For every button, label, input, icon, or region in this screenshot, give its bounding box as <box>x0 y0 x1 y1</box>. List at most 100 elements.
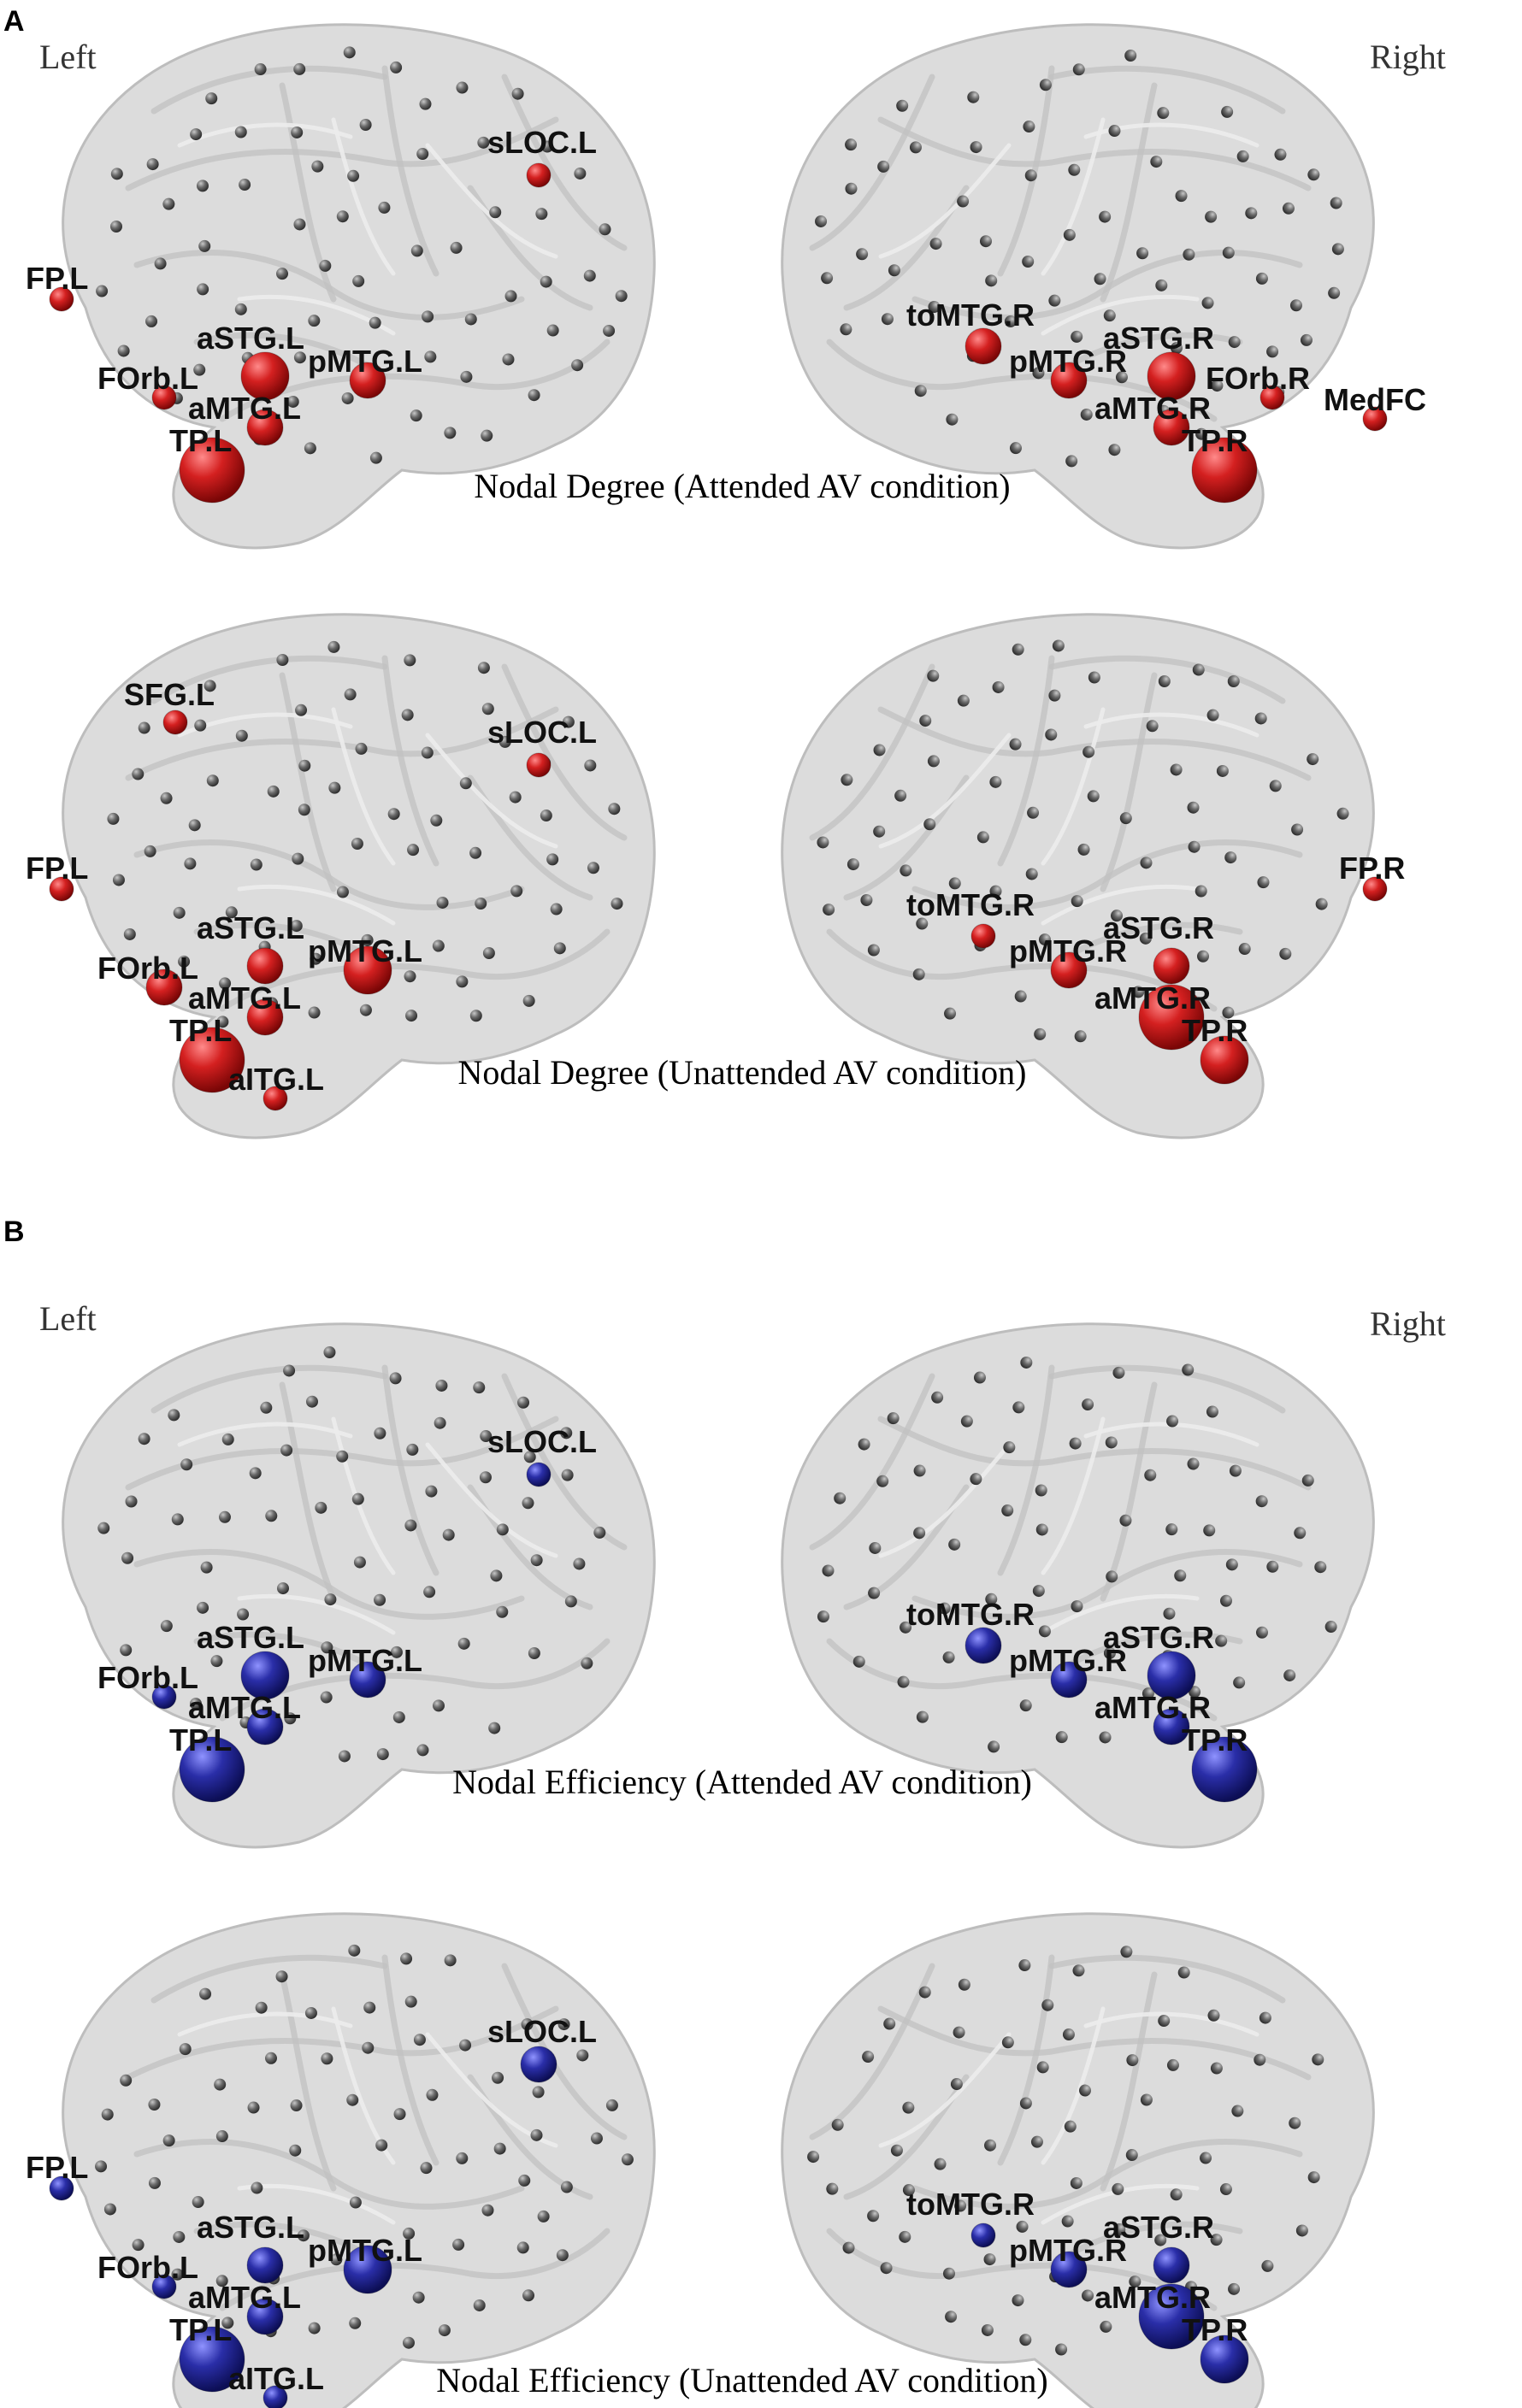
background-node <box>1019 2097 1032 2110</box>
background-node <box>537 2210 550 2223</box>
sulcus <box>1048 1954 1286 2004</box>
background-node <box>1166 2058 1179 2071</box>
background-node <box>1080 408 1093 421</box>
background-node <box>173 906 186 919</box>
background-node <box>456 81 469 94</box>
background-node <box>1125 2149 1138 2162</box>
background-node <box>1032 367 1045 380</box>
figure-degree-unattended: SFG.LsLOC.LFP.LaSTG.LpMTG.LFOrb.LaMTG.LT… <box>26 613 1405 1139</box>
background-node <box>897 1675 910 1688</box>
background-node <box>319 259 332 272</box>
node-label: aMTG.R <box>1094 391 1211 426</box>
background-node <box>199 1987 212 2000</box>
background-node <box>1025 868 1038 880</box>
node-label: FOrb.L <box>97 2250 198 2285</box>
background-node <box>1108 444 1121 456</box>
background-node <box>132 768 145 780</box>
background-node <box>321 2052 333 2065</box>
background-node <box>464 313 477 326</box>
background-node <box>1083 745 1095 758</box>
background-node <box>1154 2234 1167 2246</box>
background-node <box>1221 105 1234 118</box>
sulcus <box>809 1963 935 2140</box>
node-tp-l <box>179 1736 245 1803</box>
background-node <box>405 1010 418 1022</box>
background-node <box>336 210 349 223</box>
background-node <box>957 694 970 707</box>
background-node <box>1295 2224 1308 2237</box>
node-label: aMTG.L <box>188 2280 301 2315</box>
background-node <box>376 1748 389 1761</box>
node-aitg-l <box>263 2385 288 2408</box>
background-node <box>148 2099 161 2111</box>
background-node <box>324 1593 337 1606</box>
background-node <box>419 97 432 110</box>
node-tp-r <box>1191 437 1258 503</box>
background-node <box>375 2139 388 2152</box>
background-node <box>189 1698 202 1710</box>
background-node <box>404 1519 417 1532</box>
node-label: SFG.L <box>124 677 215 712</box>
background-node <box>218 1510 231 1523</box>
node-label: TP.R <box>1182 1722 1248 1757</box>
background-node <box>247 2101 260 2114</box>
background-node <box>1155 279 1168 291</box>
background-node <box>1225 1558 1238 1571</box>
sulcus <box>279 82 337 303</box>
node-label: FP.L <box>26 2150 88 2185</box>
background-node <box>583 269 596 282</box>
background-node <box>190 128 203 141</box>
background-node <box>97 1522 110 1534</box>
background-node <box>283 1364 296 1377</box>
caption-degree-unattended: Nodal Degree (Unattended AV condition) <box>457 1053 1026 1092</box>
sulcus <box>997 655 1055 867</box>
background-node <box>328 781 341 794</box>
brain-surface <box>781 23 1375 550</box>
background-node <box>1336 807 1349 820</box>
background-node <box>355 742 368 755</box>
background-node <box>138 721 150 734</box>
background-node <box>210 1655 223 1668</box>
background-node <box>410 244 423 257</box>
background-node <box>1206 709 1219 721</box>
sulcus <box>911 1549 1303 1620</box>
node-fp-l <box>49 876 74 902</box>
background-node <box>144 845 156 857</box>
background-node <box>1195 885 1207 898</box>
background-node <box>1174 1569 1187 1582</box>
background-node <box>276 1582 289 1595</box>
background-node <box>1166 1415 1179 1428</box>
sulcus <box>911 2139 1303 2210</box>
background-node <box>979 235 992 248</box>
background-node <box>435 1379 448 1392</box>
background-node <box>239 179 251 191</box>
background-node <box>1136 247 1149 260</box>
background-node <box>304 2006 317 2019</box>
node-astg-l <box>240 1651 290 1700</box>
caption-efficiency-unattended: Nodal Efficiency (Unattended AV conditio… <box>436 2361 1047 2399</box>
background-node <box>894 789 907 802</box>
background-node <box>989 885 1002 898</box>
background-node <box>1103 1646 1116 1659</box>
node-amtg-r <box>1138 2283 1205 2350</box>
sulcus <box>1048 655 1286 704</box>
background-node <box>188 819 201 832</box>
sulcus <box>125 116 559 191</box>
background-node <box>120 1644 133 1657</box>
sulcus <box>809 74 935 251</box>
background-node <box>425 1485 438 1498</box>
sulcus <box>501 663 628 841</box>
background-node <box>284 1712 297 1725</box>
background-node <box>96 285 109 297</box>
background-node <box>942 2267 955 2280</box>
node-label: FOrb.R <box>1206 361 1310 396</box>
background-node <box>293 218 306 231</box>
background-node <box>1238 943 1251 956</box>
node-label: aMTG.L <box>188 1690 301 1725</box>
background-node <box>145 315 158 327</box>
background-node <box>280 1444 293 1457</box>
background-node <box>883 2017 896 2030</box>
left-hemisphere-label-b: Left <box>39 1299 97 1338</box>
sulcus <box>219 928 611 1012</box>
background-node <box>1072 63 1085 76</box>
